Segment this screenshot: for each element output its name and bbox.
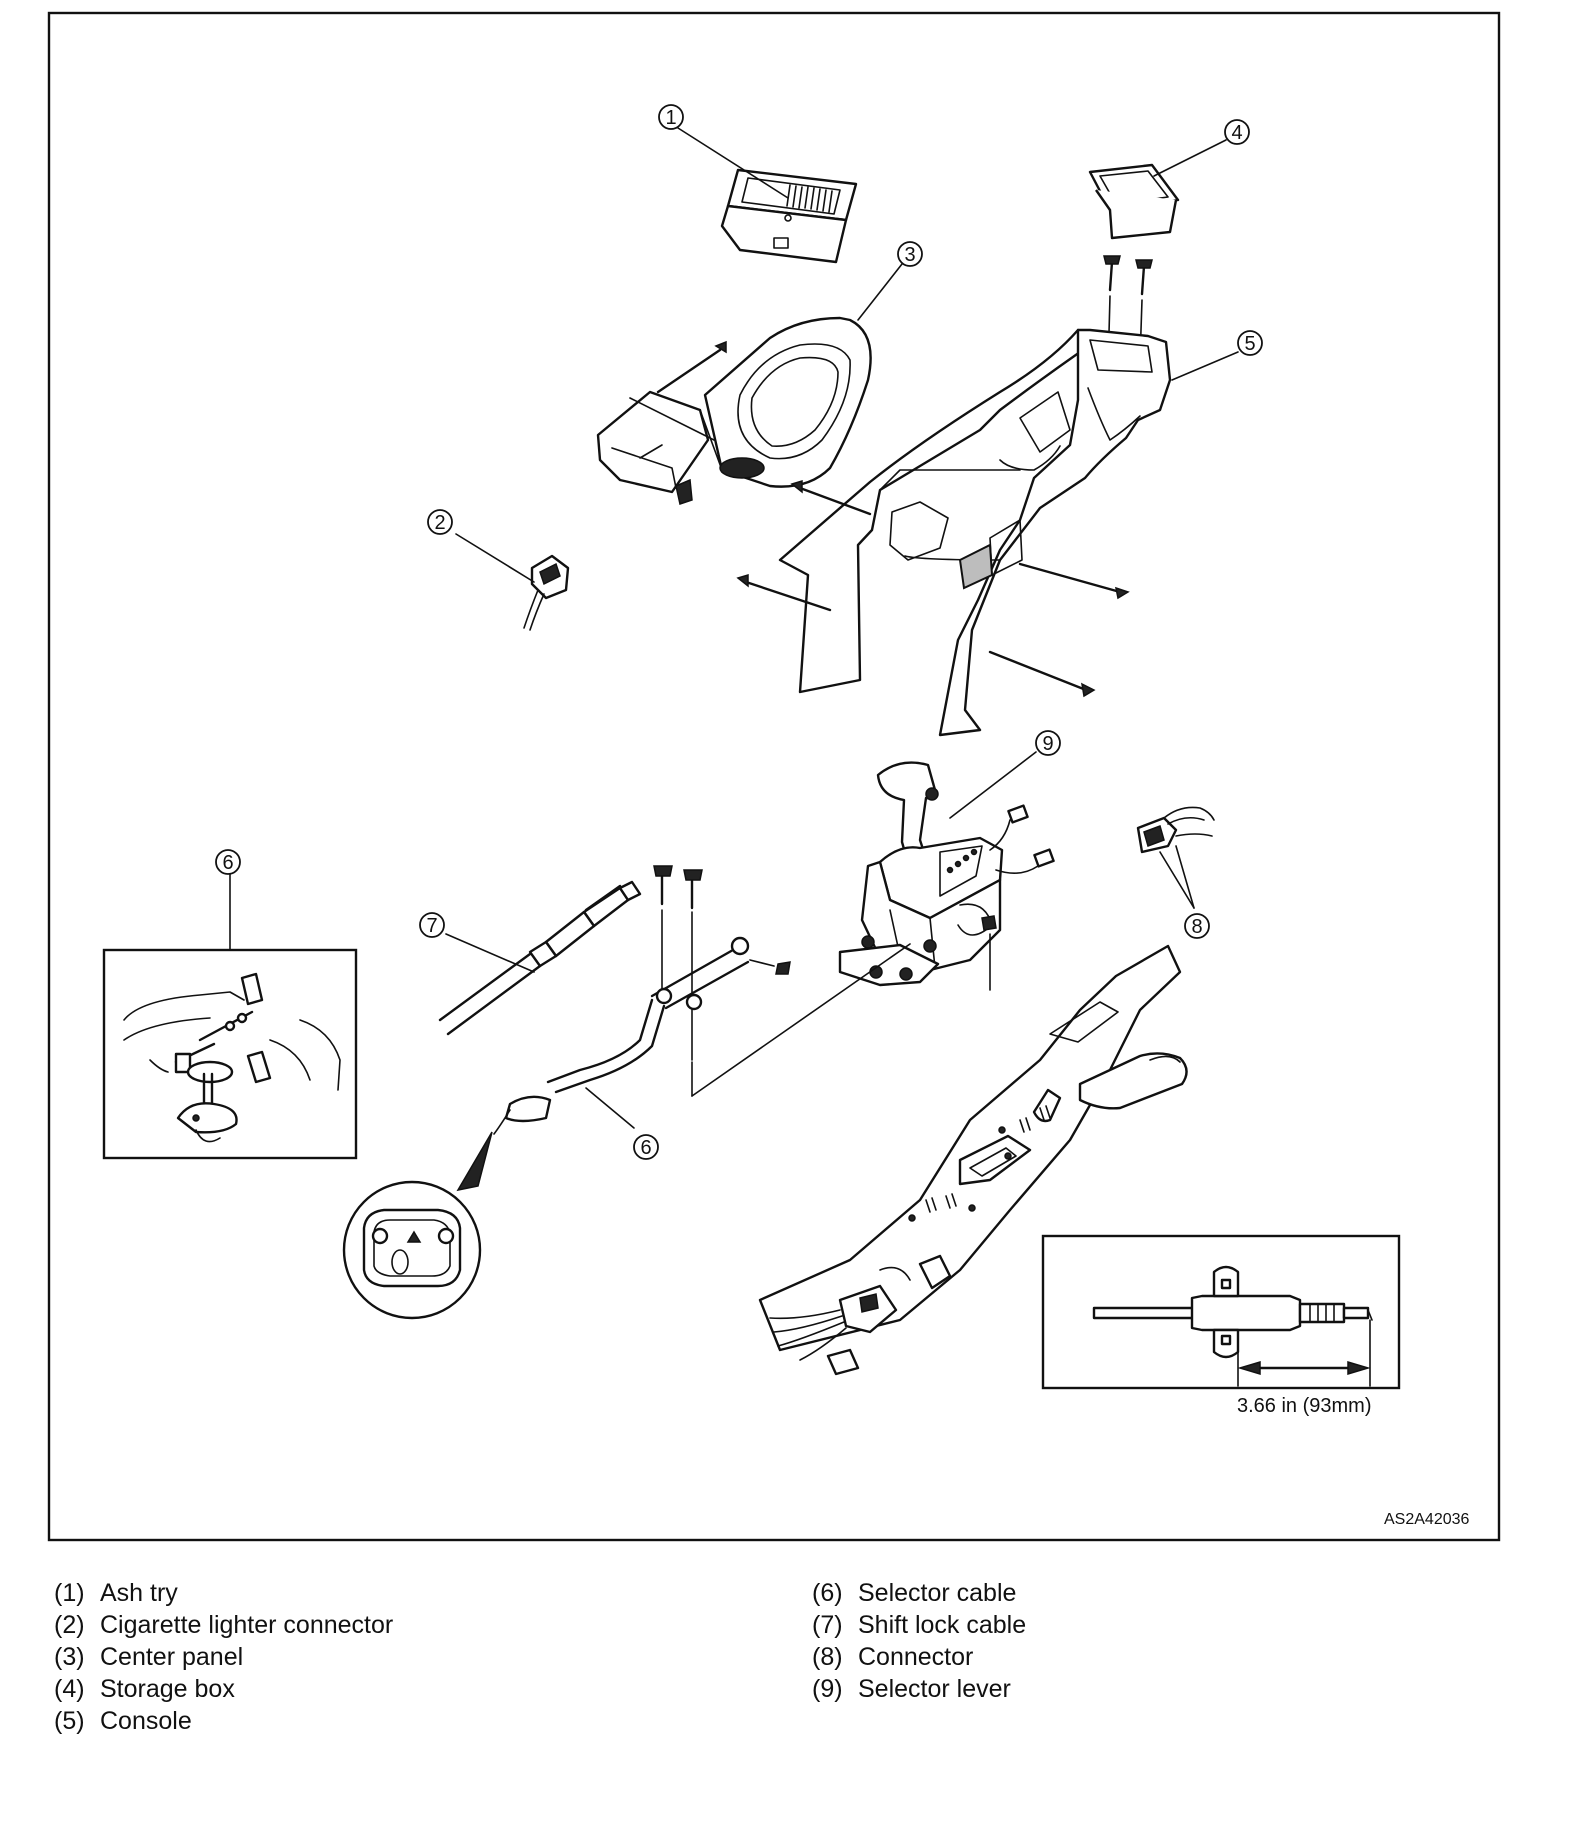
lighter-connector-part xyxy=(523,554,570,631)
legend-label: Cigarette lighter connector xyxy=(100,1611,394,1639)
legend-label: Selector cable xyxy=(858,1579,1017,1607)
center-panel-part xyxy=(596,316,872,505)
cable-detail-inset xyxy=(102,873,358,1160)
svg-text:6: 6 xyxy=(222,852,233,874)
legend-item-lighter-connector: (2) Cigarette lighter connector xyxy=(54,1609,393,1641)
dimension-label: 3.66 in (93mm) xyxy=(1237,1395,1372,1417)
callout-1: 1 xyxy=(658,104,684,130)
callout-2: 2 xyxy=(427,509,453,535)
legend-item-connector: (8) Connector xyxy=(812,1641,1026,1673)
legend-left: (1) Ash try (2) Cigarette lighter connecto… xyxy=(54,1577,393,1737)
legend-label: Console xyxy=(100,1707,192,1735)
legend-label: Selector lever xyxy=(858,1675,1011,1703)
svg-text:3: 3 xyxy=(904,244,915,266)
callout-7: 7 xyxy=(419,912,445,938)
callout-8: 8 xyxy=(1184,913,1210,939)
legend-num: (7) xyxy=(812,1611,843,1639)
callout-9: 9 xyxy=(1035,730,1061,756)
storage-box-part xyxy=(1088,163,1180,240)
callout-6: 6 xyxy=(633,1134,659,1160)
magnified-detail-circle xyxy=(342,1131,493,1320)
legend-num: (6) xyxy=(812,1579,843,1607)
legend-item-console: (5) Console xyxy=(54,1705,393,1737)
callout-4: 4 xyxy=(1224,119,1250,145)
legend-label: Shift lock cable xyxy=(858,1611,1027,1639)
leader-lines xyxy=(445,127,1239,1129)
svg-text:2: 2 xyxy=(434,512,445,534)
legend-num: (8) xyxy=(812,1643,843,1671)
console-part xyxy=(736,328,1172,737)
connector-part xyxy=(1136,806,1215,854)
figure-code: AS2A42036 xyxy=(1384,1511,1470,1528)
legend-num: (4) xyxy=(54,1675,85,1703)
legend-item-selector-cable: (6) Selector cable xyxy=(812,1577,1026,1609)
legend-num: (2) xyxy=(54,1611,85,1639)
svg-text:6: 6 xyxy=(640,1137,651,1159)
svg-text:1: 1 xyxy=(665,107,676,129)
legend-item-selector-lever: (9) Selector lever xyxy=(812,1673,1026,1705)
dimension-detail-inset xyxy=(1041,1234,1401,1390)
legend-item-ash-tray: (1) Ash try xyxy=(54,1577,393,1609)
svg-text:4: 4 xyxy=(1231,122,1242,144)
legend-label: Storage box xyxy=(100,1675,235,1703)
selector-lever-part xyxy=(838,761,1055,991)
legend-item-center-panel: (3) Center panel xyxy=(54,1641,393,1673)
legend-num: (9) xyxy=(812,1675,843,1703)
svg-text:5: 5 xyxy=(1244,333,1255,355)
callout-6-inset: 6 xyxy=(215,849,241,875)
legend-label: Connector xyxy=(858,1643,974,1671)
shift-lock-cable-part xyxy=(438,880,642,1036)
svg-text:7: 7 xyxy=(426,915,437,937)
callout-5: 5 xyxy=(1237,330,1263,356)
legend-item-storage-box: (4) Storage box xyxy=(54,1673,393,1705)
legend-num: (5) xyxy=(54,1707,85,1735)
ash-tray-part xyxy=(720,168,858,264)
legend-num: (3) xyxy=(54,1643,85,1671)
legend-item-shift-lock-cable: (7) Shift lock cable xyxy=(812,1609,1026,1641)
legend-label: Center panel xyxy=(100,1643,244,1671)
legend-num: (1) xyxy=(54,1579,85,1607)
svg-text:9: 9 xyxy=(1042,733,1053,755)
legend-right: (6) Selector cable (7) Shift lock cable (8… xyxy=(812,1577,1026,1705)
diagram-frame xyxy=(47,11,1501,1542)
svg-text:8: 8 xyxy=(1191,916,1202,938)
callout-3: 3 xyxy=(897,241,923,267)
selector-cable-part xyxy=(493,865,911,1135)
legend-label: Ash try xyxy=(100,1579,178,1607)
floor-tunnel-part xyxy=(758,944,1188,1376)
